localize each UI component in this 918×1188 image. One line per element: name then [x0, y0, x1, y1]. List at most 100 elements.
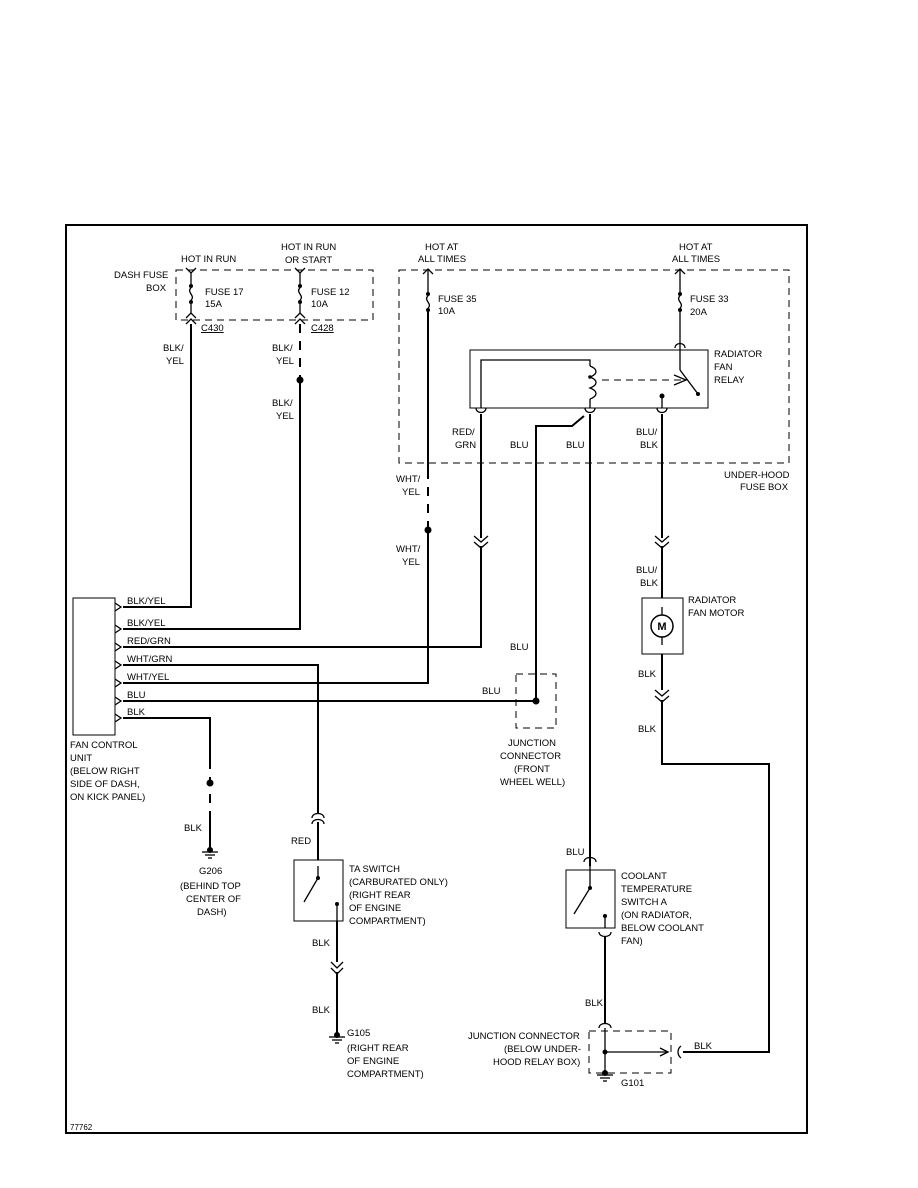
label-fan-control-unit-5: ON KICK PANEL)	[70, 792, 145, 803]
ground-g101-icon	[597, 1068, 613, 1082]
ground-g105-icon	[329, 1032, 345, 1044]
label-g105-4: COMPARTMENT)	[347, 1069, 424, 1080]
label-g206: G206	[199, 866, 222, 877]
wire-label-red-grn: RED/	[452, 427, 475, 438]
wire-label-blu-blk-b: BLU/	[636, 565, 657, 576]
wire-label-blk-yel-a: BLK/	[163, 343, 184, 354]
label-ta-switch-2: (CARBURATED ONLY)	[349, 877, 448, 888]
label-fuse-35: FUSE 35	[438, 294, 477, 305]
fcu-pin-label-7: BLK	[127, 707, 146, 718]
label-fuse-12-amp: 10A	[311, 299, 329, 310]
wire-label-blu-blk-a: BLU/	[636, 427, 657, 438]
label-hot-in-run: HOT IN RUN	[181, 254, 236, 265]
wire-label-red-grn-2: GRN	[455, 440, 476, 451]
label-g206-2: (BEHIND TOP	[180, 881, 241, 892]
label-hot-at-all-times-1b: ALL TIMES	[418, 254, 466, 265]
label-hot-run-start-2: OR START	[285, 255, 332, 266]
wire-label-blk-jc2: BLK	[694, 1041, 713, 1052]
diagram-frame	[65, 224, 808, 1134]
label-junction-connector-4: WHEEL WELL)	[500, 777, 565, 788]
fcu-pin-terminals	[114, 602, 123, 723]
label-coolant-switch-4: (ON RADIATOR,	[621, 910, 692, 921]
label-ta-switch-4: OF ENGINE	[349, 903, 401, 914]
ground-g206-icon	[202, 847, 218, 859]
label-coolant-switch-6: FAN)	[621, 936, 643, 947]
junction-connector-front	[515, 673, 557, 729]
wire-label-blk-ta-b: BLK	[312, 1005, 331, 1016]
label-hot-at-all-times-1: HOT AT	[425, 242, 459, 253]
fuse-12	[294, 267, 306, 325]
label-fuse-17: FUSE 17	[205, 287, 244, 298]
fcu-pin-label-1: BLK/YEL	[127, 596, 166, 607]
radiator-fan-relay	[469, 349, 709, 409]
label-hot-run-start: HOT IN RUN	[281, 242, 336, 253]
wire-label-blk-ta-a: BLK	[312, 938, 331, 949]
wire-label-wht-yel-b-2: YEL	[402, 557, 420, 568]
wire-label-blk-yel-a-2: YEL	[166, 356, 184, 367]
label-relay: RADIATOR	[714, 349, 762, 360]
ta-switch-contact	[303, 877, 319, 903]
label-coolant-switch-3: SWITCH A	[621, 897, 668, 908]
label-g206-4: DASH)	[197, 907, 227, 918]
label-relay-2: FAN	[714, 362, 733, 373]
wire-wht-grn	[123, 664, 319, 814]
label-radiator-fan-motor-2: FAN MOTOR	[688, 608, 744, 619]
label-hot-at-all-times-2b: ALL TIMES	[672, 254, 720, 265]
wire-label-blk-yel-c: BLK/	[272, 398, 293, 409]
label-ta-switch: TA SWITCH	[349, 864, 400, 875]
label-g105-2: (RIGHT REAR	[347, 1043, 409, 1054]
wire-label-blu-cts: BLU	[566, 847, 585, 858]
fcu-pin-label-5: WHT/YEL	[127, 672, 169, 683]
wire-label-blk-motor-b: BLK	[638, 724, 657, 735]
label-fan-control-unit-4: SIDE OF DASH,	[70, 779, 140, 790]
label-junction-connector: JUNCTION	[508, 738, 556, 749]
wire-blk-g206	[123, 717, 211, 760]
label-under-hood: UNDER-HOOD	[724, 470, 790, 481]
wire-label-blu-jc-top: BLU	[510, 642, 529, 653]
label-junction-connector-relay: JUNCTION CONNECTOR	[468, 1031, 580, 1042]
label-hot-at-all-times-2: HOT AT	[679, 242, 713, 253]
label-fan-control-unit: FAN CONTROL	[70, 740, 138, 751]
wire-label-blk-g206: BLK	[184, 823, 203, 834]
label-fuse-33: FUSE 33	[690, 294, 729, 305]
label-g105-3: OF ENGINE	[347, 1056, 399, 1067]
relay-switch-contact	[679, 369, 699, 395]
figure-number: 77762	[70, 1123, 93, 1132]
wire-label-wht-yel-b: WHT/	[396, 544, 421, 555]
wire-label-blu-2: BLU	[566, 440, 585, 451]
wire-label-blk-motor-a: BLK	[638, 669, 657, 680]
label-c430: C430	[201, 323, 224, 334]
label-junction-connector-relay-3: HOOD RELAY BOX)	[493, 1057, 580, 1068]
wire-blu-relay-to-jc	[535, 415, 585, 701]
label-junction-connector-3: (FRONT	[514, 764, 550, 775]
label-fan-control-unit-2: UNIT	[70, 753, 92, 764]
label-junction-connector-relay-2: (BELOW UNDER-	[504, 1044, 581, 1055]
wire-label-blu-1: BLU	[510, 440, 529, 451]
label-fan-control-unit-3: (BELOW RIGHT	[70, 766, 140, 777]
under-hood-fuse-box	[398, 269, 790, 464]
label-fuse-12: FUSE 12	[311, 287, 350, 298]
label-dash-fuse-box-2: BOX	[146, 283, 167, 294]
coolant-switch-contact	[573, 887, 591, 915]
fuse-33	[674, 268, 686, 342]
label-coolant-switch-2: TEMPERATURE	[621, 884, 692, 895]
fcu-pin-label-2: BLK/YEL	[127, 618, 166, 629]
wire-label-wht-yel-a: WHT/	[396, 474, 421, 485]
label-fuse-33-amp: 20A	[690, 307, 708, 318]
label-radiator-fan-motor: RADIATOR	[688, 595, 736, 606]
label-dash-fuse-box: DASH FUSE	[114, 270, 168, 281]
fcu-pin-label-6: BLU	[127, 690, 146, 701]
wire-blk-yel-fuse12	[123, 380, 301, 630]
label-g101: G101	[621, 1078, 644, 1089]
label-ta-switch-5: COMPARTMENT)	[349, 916, 426, 927]
fuse-17	[185, 267, 197, 325]
wire-label-blk-yel-c-2: YEL	[276, 411, 294, 422]
label-coolant-switch: COOLANT	[621, 871, 667, 882]
relay-coil-icon	[588, 365, 597, 400]
label-g105: G105	[347, 1028, 370, 1039]
wire-wht-yel-fuse35	[123, 530, 429, 684]
wire-blk-yel-fuse17	[123, 324, 192, 608]
label-coolant-switch-5: BELOW COOLANT	[621, 923, 704, 934]
label-fuse-17-amp: 15A	[205, 299, 223, 310]
